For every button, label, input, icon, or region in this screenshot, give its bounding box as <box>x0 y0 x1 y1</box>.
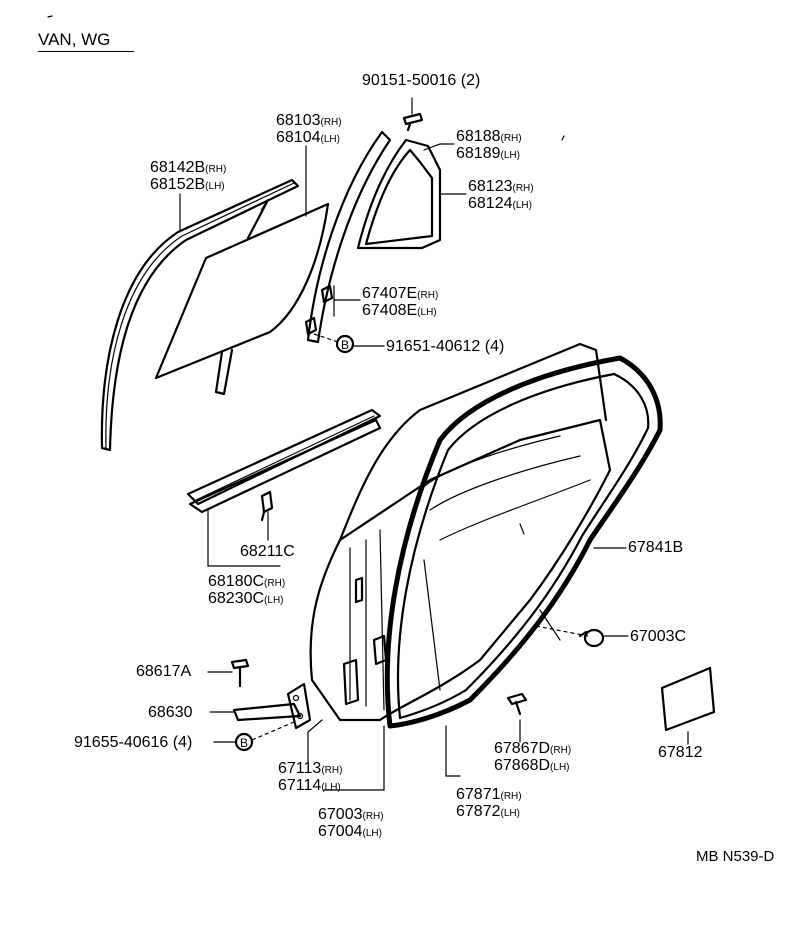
label-67408e: 67408E(LH) <box>362 302 437 319</box>
label-91655: 91655-40616 (4) <box>74 734 193 751</box>
label-68152b: 68152B(LH) <box>150 176 225 193</box>
stray-mark <box>561 135 565 141</box>
division-bar <box>304 130 392 344</box>
label-68104: 68104(LH) <box>276 129 340 146</box>
label-68123: 68123(RH) <box>468 178 534 195</box>
stray-mark <box>47 15 53 18</box>
label-68630: 68630 <box>148 704 193 721</box>
door-glass <box>154 202 330 396</box>
label-67003c: 67003C <box>630 628 687 645</box>
clip <box>260 490 274 522</box>
label-67841b: 67841B <box>628 539 684 556</box>
label-68230c: 68230C(LH) <box>208 590 284 607</box>
glass-run-channel <box>100 178 300 452</box>
door-weatherstrip <box>384 355 663 729</box>
label-68617a: 68617A <box>136 663 192 680</box>
label-68189: 68189(LH) <box>456 145 520 162</box>
callout-b-letter: B <box>341 338 349 352</box>
label-91651: 91651-40612 (4) <box>386 338 505 355</box>
callout-b-upper: B <box>335 334 355 354</box>
label-67003: 67003(RH) <box>318 806 384 823</box>
belt-moulding <box>186 408 382 514</box>
label-68124: 68124(LH) <box>468 195 532 212</box>
door-panel <box>309 342 612 722</box>
leader-lines <box>179 97 689 791</box>
diagram-title: VAN, WG <box>38 30 111 49</box>
pad <box>660 666 716 732</box>
cap <box>578 628 605 648</box>
trim-clip <box>506 692 528 716</box>
title-underline <box>38 51 134 52</box>
label-67871: 67871(RH) <box>456 786 522 803</box>
label-68211c: 68211C <box>240 543 295 560</box>
label-67407e: 67407E(RH) <box>362 285 439 302</box>
quarter-window <box>356 138 442 250</box>
label-90151: 90151-50016 (2) <box>362 72 481 89</box>
bolt <box>230 658 250 688</box>
label-68103: 68103(RH) <box>276 112 342 129</box>
label-68180c: 68180C(RH) <box>208 573 286 590</box>
label-67867d: 67867D(RH) <box>494 740 572 757</box>
label-67812: 67812 <box>658 744 703 761</box>
door-check <box>232 682 312 730</box>
label-68142b: 68142B(RH) <box>150 159 227 176</box>
label-67113: 67113(RH) <box>278 760 343 777</box>
callout-b-letter: B <box>240 736 248 750</box>
label-67114: 67114(LH) <box>278 777 341 794</box>
callout-b-lower: B <box>234 732 254 752</box>
label-67868d: 67868D(LH) <box>494 757 570 774</box>
figure-code: MB N539-D <box>696 848 775 865</box>
label-67872: 67872(LH) <box>456 803 520 820</box>
label-68188: 68188(RH) <box>456 128 522 145</box>
label-67004: 67004(LH) <box>318 823 382 840</box>
screw <box>402 112 424 132</box>
